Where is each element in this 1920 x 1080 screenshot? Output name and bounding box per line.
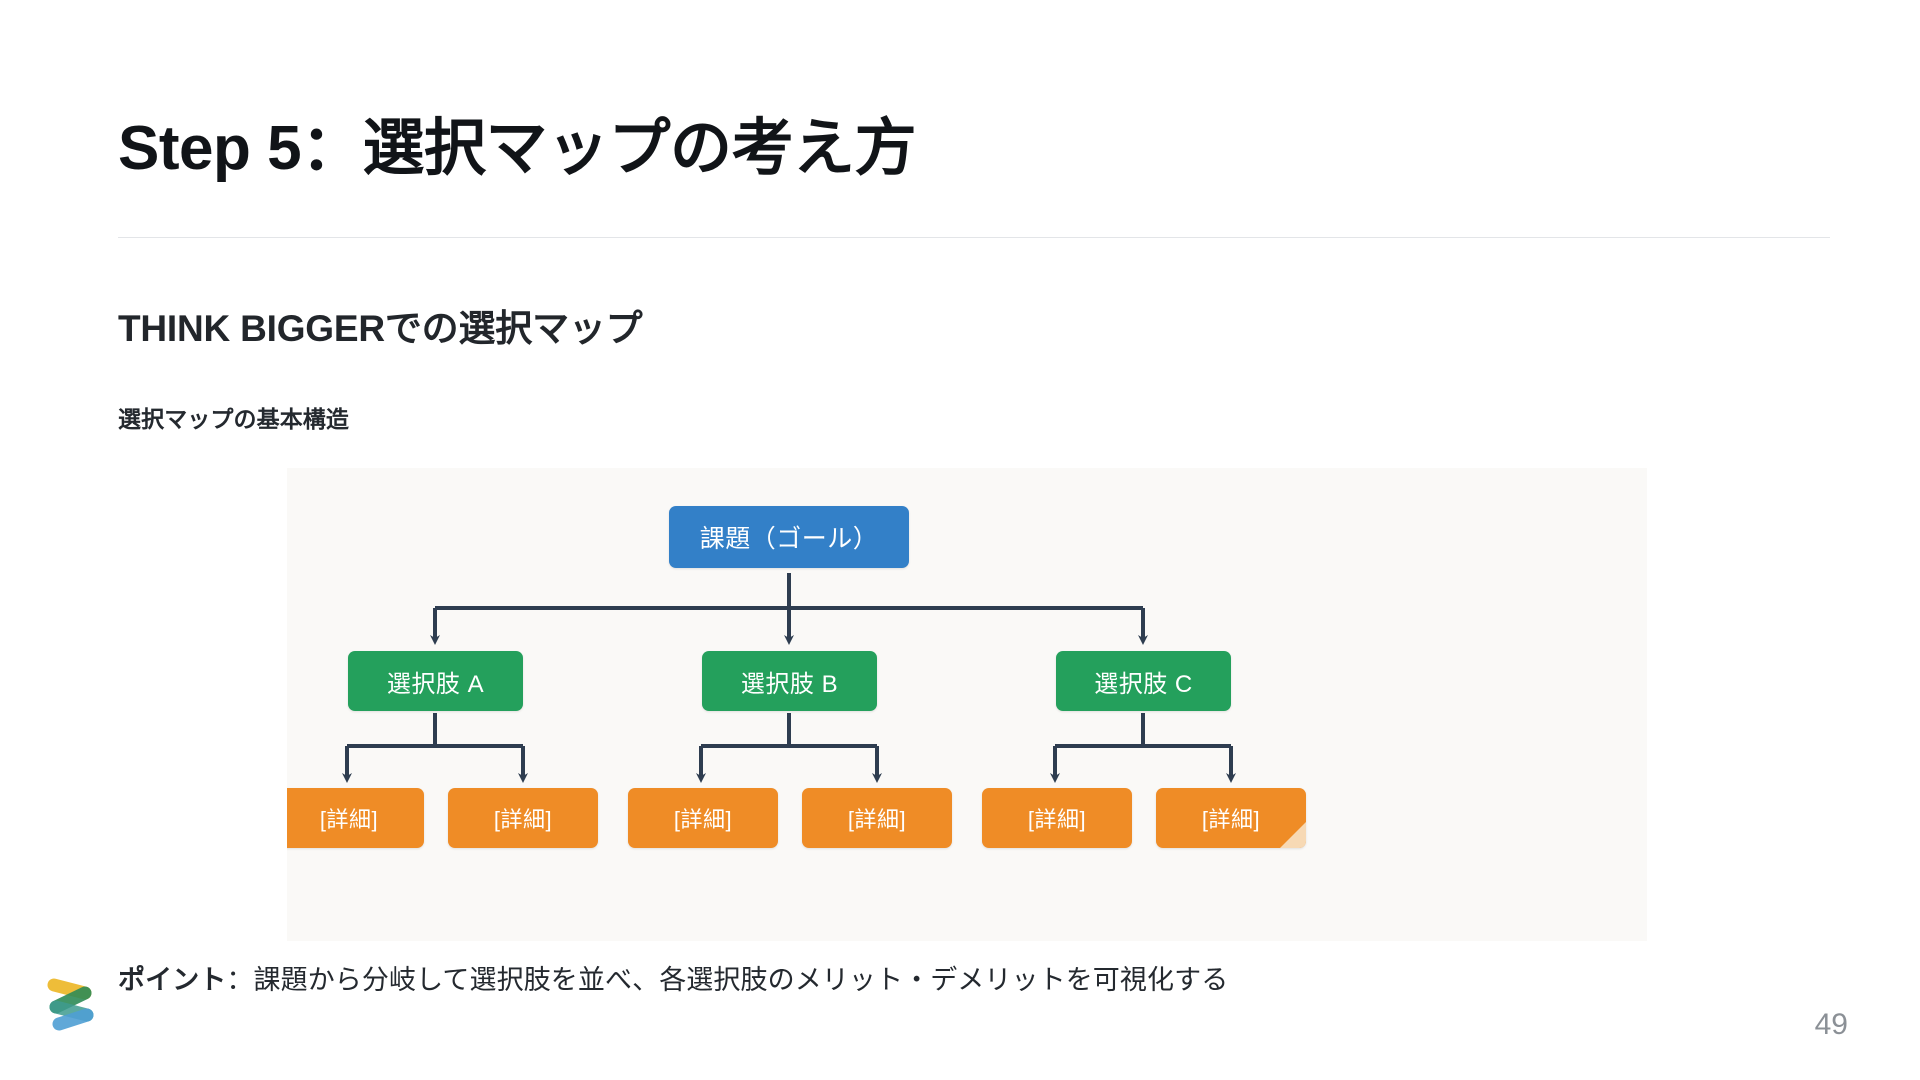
point-line: ポイント：課題から分岐して選択肢を並べ、各選択肢のメリット・デメリットを可視化す… <box>118 958 1228 997</box>
node-option-a-label: 選択肢 A <box>386 670 485 698</box>
node-detail-b2-label: [詳細] <box>847 807 907 832</box>
node-detail-c1-label: [詳細] <box>1027 807 1087 832</box>
node-option-b[interactable]: 選択肢 B <box>702 651 877 711</box>
title-block: Step 5：選択マップの考え方 <box>118 112 1818 185</box>
node-detail-a1-label: [詳細] <box>319 807 379 832</box>
node-root-goal[interactable]: 課題（ゴール） <box>669 506 909 568</box>
folded-corner-icon <box>1280 822 1306 848</box>
node-detail-b1-label: [詳細] <box>673 807 733 832</box>
node-detail-c1[interactable]: [詳細] <box>982 788 1132 848</box>
node-detail-c2[interactable]: [詳細] <box>1156 788 1306 848</box>
diagram-connectors <box>342 573 1236 783</box>
node-root-label: 課題（ゴール） <box>699 525 879 553</box>
sub-heading: 選択マップの基本構造 <box>118 406 349 432</box>
brand-logo-icon <box>47 978 94 1031</box>
node-option-c-label: 選択肢 C <box>1094 670 1193 698</box>
node-detail-c2-label: [詳細] <box>1201 807 1261 832</box>
page-title: Step 5：選択マップの考え方 <box>118 114 917 183</box>
title-divider <box>118 237 1830 238</box>
node-detail-b1[interactable]: [詳細] <box>628 788 778 848</box>
node-option-c[interactable]: 選択肢 C <box>1056 651 1231 711</box>
brand-logo <box>45 972 97 1034</box>
node-detail-a2[interactable]: [詳細] <box>448 788 598 848</box>
point-label: ポイント <box>118 965 227 995</box>
node-detail-a1[interactable]: [詳細] <box>287 788 424 848</box>
node-detail-a2-label: [詳細] <box>493 807 553 832</box>
node-detail-b2[interactable]: [詳細] <box>802 788 952 848</box>
node-option-b-label: 選択肢 B <box>740 670 839 698</box>
point-text: ：課題から分岐して選択肢を並べ、各選択肢のメリット・デメリットを可視化する <box>226 965 1229 995</box>
section-heading: THINK BIGGERでの選択マップ <box>118 308 643 349</box>
page-number: 49 <box>1814 1008 1848 1041</box>
node-option-a[interactable]: 選択肢 A <box>348 651 523 711</box>
diagram-panel: 課題（ゴール） 選択肢 A 選択肢 B 選択肢 C [詳細] [詳細] [詳細]… <box>287 468 1647 941</box>
